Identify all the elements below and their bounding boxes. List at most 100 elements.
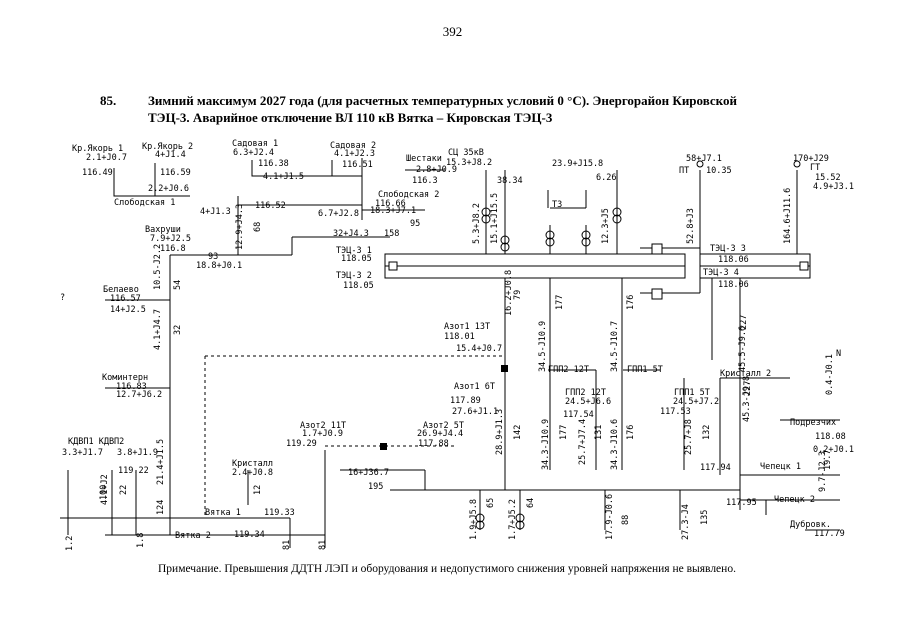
diagram-label: 227 — [743, 381, 753, 396]
diagram-label: 34.3-J10.9 — [541, 419, 551, 470]
diagram-label: Азот2 11Т — [300, 421, 346, 431]
diagram-label: 18.8+J0.1 — [196, 261, 242, 271]
diagram-label: 27.6+J1.1 — [452, 407, 498, 417]
diagram-label: ГПП2 12Т — [565, 388, 606, 398]
diagram-label: 15.4+J0.7 — [456, 344, 502, 354]
diagram-label: 176 — [626, 425, 636, 440]
diagram-label: 24.5+J6.6 — [565, 397, 611, 407]
diagram-label: 17.9-J0.6 — [605, 494, 615, 540]
diagram-label: 116.3 — [412, 176, 438, 186]
diagram-label: Азот1 13Т — [444, 322, 490, 332]
diagram-label: 177 — [555, 295, 565, 310]
footnote: Примечание. Превышения ДДТН ЛЭП и оборуд… — [158, 563, 736, 575]
diagram-label: ? — [60, 293, 65, 303]
diagram-label: 25.7+J7.4 — [578, 419, 588, 465]
page-number: 392 — [442, 24, 463, 39]
diagram-label: 24.5+J7.2 — [673, 397, 719, 407]
diagram-label: 10.35 — [706, 166, 732, 176]
diagram-label: 117.53 — [660, 407, 691, 417]
diagram-label: Азот1 6Т — [454, 382, 495, 392]
diagram-label: 117.88 — [418, 439, 449, 449]
diagram-label: 116.83 — [116, 382, 147, 392]
diagram-label: 118.06 — [718, 255, 749, 265]
outgoing-lines — [340, 278, 840, 531]
diagram-label: 119.29 — [286, 439, 317, 449]
diagram-label: 116.59 — [160, 168, 191, 178]
diagram-label: Кристалл 2 — [720, 369, 771, 379]
diagram-label: 119.33 — [264, 508, 295, 518]
diagram-label: 3.3+J1.7 — [62, 448, 103, 458]
diagram-label: 117.54 — [563, 410, 594, 420]
diagram-label: Садовая 1 — [232, 139, 278, 149]
diagram-label: 34.3-J10.6 — [610, 419, 620, 470]
diagram-label: 45.3-J9.8 — [742, 376, 752, 422]
diagram-label: 131 — [594, 425, 604, 440]
diagram-label: 52.8+J3 — [686, 208, 696, 244]
diagram-label: 116.66 — [375, 199, 406, 209]
diagram-label: Кр.Якорь 1 — [72, 144, 123, 154]
diagram-label: 12.7+J6.2 — [116, 390, 162, 400]
diagram-label: 45.5-J9.6 — [738, 326, 748, 372]
diagram-label: 16+J36.7 — [348, 468, 389, 478]
diagram-label: 195 — [368, 482, 383, 492]
diagram-label: Вахруши — [145, 225, 181, 235]
diagram-label: 1.2 — [65, 536, 75, 551]
disconnected-line — [204, 355, 508, 518]
diagram-label: 95 — [410, 219, 420, 229]
diagram-label: СЦ 35кВ — [448, 148, 484, 158]
generators — [481, 160, 801, 254]
diagram-label: 4.9+J3.1 — [813, 182, 854, 192]
diagram-label: 81 — [318, 540, 328, 550]
diagram-label: 227 — [739, 315, 749, 330]
diagram-label: 15.52 — [815, 173, 841, 183]
diagram-label: 93 — [208, 252, 218, 262]
diagram-label: 4.1+J2.3 — [334, 149, 375, 159]
diagram-label: 158 — [384, 229, 399, 239]
diagram-label: ГПП2 12Т — [548, 365, 589, 375]
diagram-label: N — [836, 349, 841, 359]
diagram-label: 116.49 — [82, 168, 113, 178]
diagram-label: 28.9+J1.3 — [495, 409, 505, 455]
diagram-label: ТЭЦ-3 3 — [710, 244, 746, 254]
diagram-label: 88 — [621, 515, 631, 525]
diagram-label: Подрезчих — [790, 418, 836, 428]
diagram-label: 6.3+J2.4 — [233, 148, 274, 158]
diagram-label: 6.7+J2.8 — [318, 209, 359, 219]
diagram-label: ГТ — [810, 163, 820, 173]
diagram-label: 5.3+J8.2 — [472, 203, 482, 244]
diagram-label: 14+J2.5 — [110, 305, 146, 315]
diagram-label: 117.89 — [450, 396, 481, 406]
diagram-label: 0.2+J0.1 — [813, 445, 854, 455]
diagram-label: 164.6+J11.6 — [783, 188, 793, 244]
diagram-label: Дубровк. — [790, 519, 831, 530]
diagram-label: 2.8+J0.9 — [416, 165, 457, 175]
figure-number: 85. — [100, 93, 117, 108]
diagram-label: 15.1+J15.5 — [490, 193, 500, 244]
diagram-label: 26.9+J4.4 — [417, 429, 463, 439]
diagram-label: 117.79 — [814, 529, 845, 539]
diagram-label: 118.01 — [444, 332, 475, 342]
feeder-lines — [60, 158, 445, 548]
diagram-label: 38.34 — [497, 176, 523, 186]
diagram-label: 34.5-J10.9 — [538, 321, 548, 372]
diagram-label: 15.3+J8.2 — [446, 158, 492, 168]
diagram-label: 118.05 — [343, 281, 374, 291]
diagram-label: 18.3+J7.1 — [370, 206, 416, 216]
diagram-label: 124 — [156, 500, 166, 515]
diagram-label: 16.2+J0.8 — [504, 270, 514, 316]
diagram-label: 27.3-J4 — [681, 504, 691, 540]
diagram-label: Т3 — [552, 200, 562, 210]
diagram-label: 1.7+J0.9 — [302, 429, 343, 439]
diagram-label: ТЭЦ-3 4 — [703, 268, 739, 278]
diagram-label: 12.9+J4.3 — [235, 204, 245, 250]
diagram-label: 23.9+J15.8 — [552, 159, 603, 169]
diagram-label: 135 — [700, 510, 710, 525]
diagram-label: ПТ — [679, 166, 689, 176]
diagram-label: 32+J4.3 — [333, 229, 369, 239]
diagram-label: Кр.Якорь 2 — [142, 142, 193, 152]
diagram-label: Слободская 2 — [378, 189, 439, 200]
diagram-label: 7.9+J2.5 — [150, 234, 191, 244]
diagram-label: 4.1+J4.7 — [153, 309, 163, 350]
diagram-label: Белаево — [103, 285, 139, 295]
